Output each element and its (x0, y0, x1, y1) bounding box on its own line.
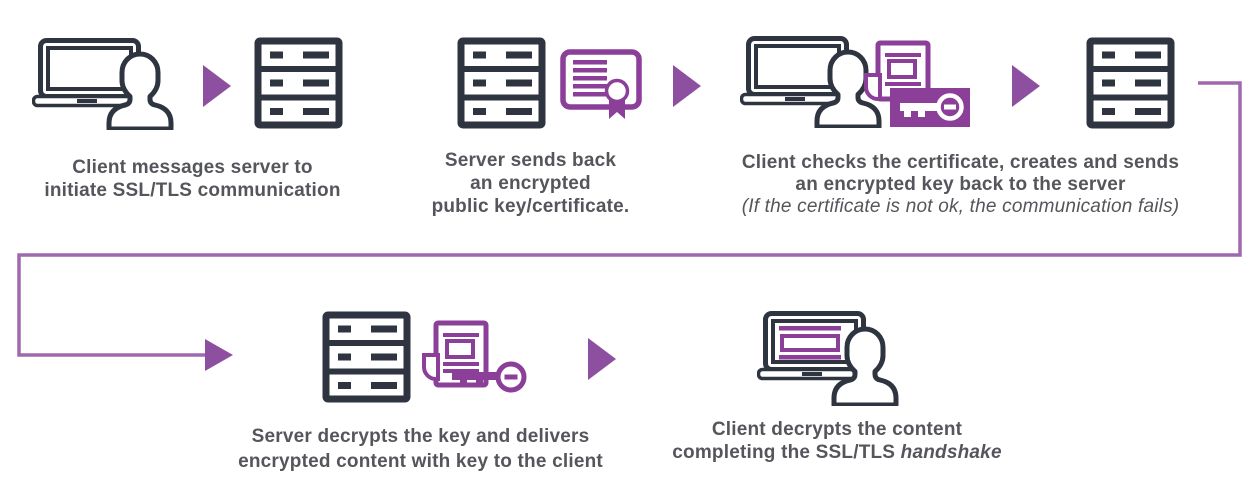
step1-caption: Client messages server to initiate SSL/T… (15, 156, 370, 202)
server-icon (457, 37, 546, 129)
certificate-document-and-encrypted-key-icon (864, 40, 970, 127)
caption-line: Client checks the certificate, creates a… (741, 152, 1180, 173)
caption-line: Client messages server to (72, 157, 313, 178)
step4-caption: Server decrypts the key and delivers enc… (193, 424, 648, 474)
screen-content-bar (779, 326, 841, 331)
step3-note: (If the certificate is not ok, the commu… (741, 196, 1180, 217)
caption-line: an encrypted (470, 173, 591, 194)
screen-content-bar (779, 355, 841, 360)
connector-arrowhead-icon (205, 339, 233, 371)
client-laptop-user-icon (32, 38, 174, 130)
document-tag (422, 353, 440, 381)
flow-arrow-icon (203, 65, 231, 107)
client-laptop-content-user-icon (757, 311, 899, 406)
server-icon (1086, 37, 1175, 129)
step2-caption: Server sends back an encrypted public ke… (418, 149, 643, 218)
server-icon (322, 311, 411, 403)
step5-caption: Client decrypts the content completing t… (622, 418, 1052, 464)
caption-line: Server sends back (444, 150, 617, 171)
flow-arrow-icon (673, 65, 701, 107)
document-key-icon (422, 320, 527, 393)
screen-content-box (780, 334, 840, 352)
flow-arrow-icon (588, 338, 616, 380)
server-icon (254, 37, 343, 129)
caption-line: an encrypted key back to the server (795, 174, 1126, 195)
document-tag (864, 73, 882, 101)
flow-arrow-icon (1012, 65, 1040, 107)
certificate-icon (560, 49, 642, 119)
caption-line: public key/certificate. (431, 196, 630, 217)
key-icon (452, 372, 499, 387)
caption-line: Server decrypts the key and delivers (251, 426, 590, 447)
caption-line: encrypted content with key to the client (238, 451, 603, 472)
caption-line: completing the SSL/TLS handshake (672, 442, 1002, 463)
connector-line (17, 81, 1242, 357)
caption-line: Client decrypts the content (711, 419, 963, 440)
caption-line: initiate SSL/TLS communication (44, 180, 341, 201)
step3-caption: Client checks the certificate, creates a… (688, 152, 1233, 218)
client-laptop-user-icon (740, 36, 882, 128)
